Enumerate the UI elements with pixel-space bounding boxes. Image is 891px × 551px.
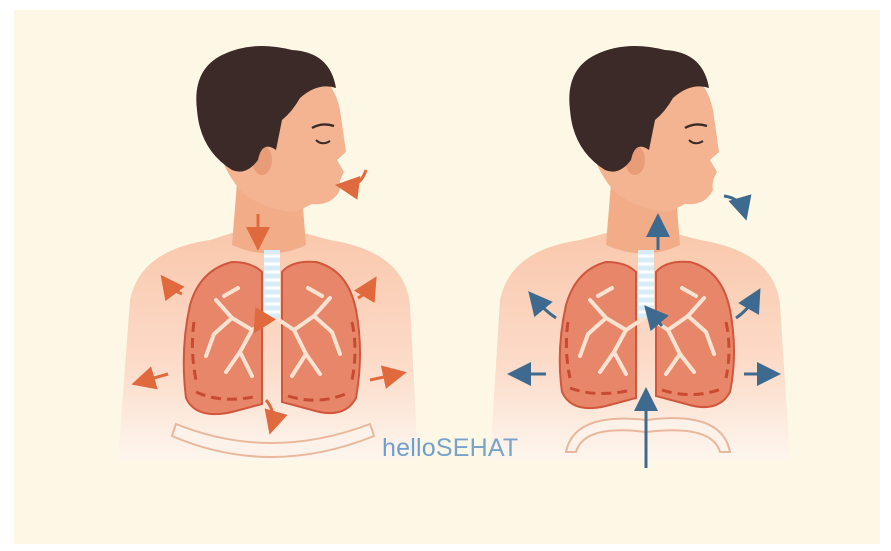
inhalation-figure: [118, 46, 418, 460]
air-out-arrow: [724, 196, 744, 212]
logo-text-sehat: SEHAT: [436, 436, 519, 461]
air-in-arrow: [344, 170, 366, 186]
exhalation-figure: [490, 46, 790, 468]
hellosehat-logo: hello SEHAT: [382, 432, 518, 464]
trachea: [638, 250, 654, 318]
logo-text-hello: hello: [382, 436, 436, 461]
trachea: [264, 250, 280, 318]
